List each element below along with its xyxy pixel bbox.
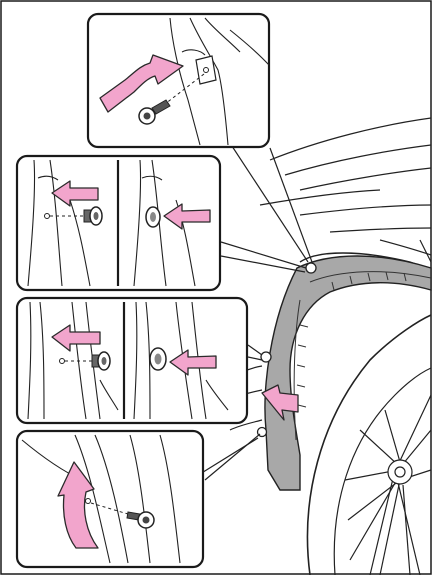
clip-hole-icon	[150, 348, 166, 370]
mudguard-top-clip	[306, 263, 316, 273]
mudguard-middle-clip	[261, 352, 271, 362]
clip-hole-icon	[146, 207, 160, 227]
detail-panel-top-screw	[88, 14, 269, 147]
push-clip-icon	[92, 352, 110, 370]
detail-panel-middle-clip	[17, 298, 247, 423]
detail-panel-lower-screw	[17, 431, 203, 567]
push-clip-icon	[84, 207, 102, 225]
detail-panel-upper-clip	[17, 156, 220, 290]
